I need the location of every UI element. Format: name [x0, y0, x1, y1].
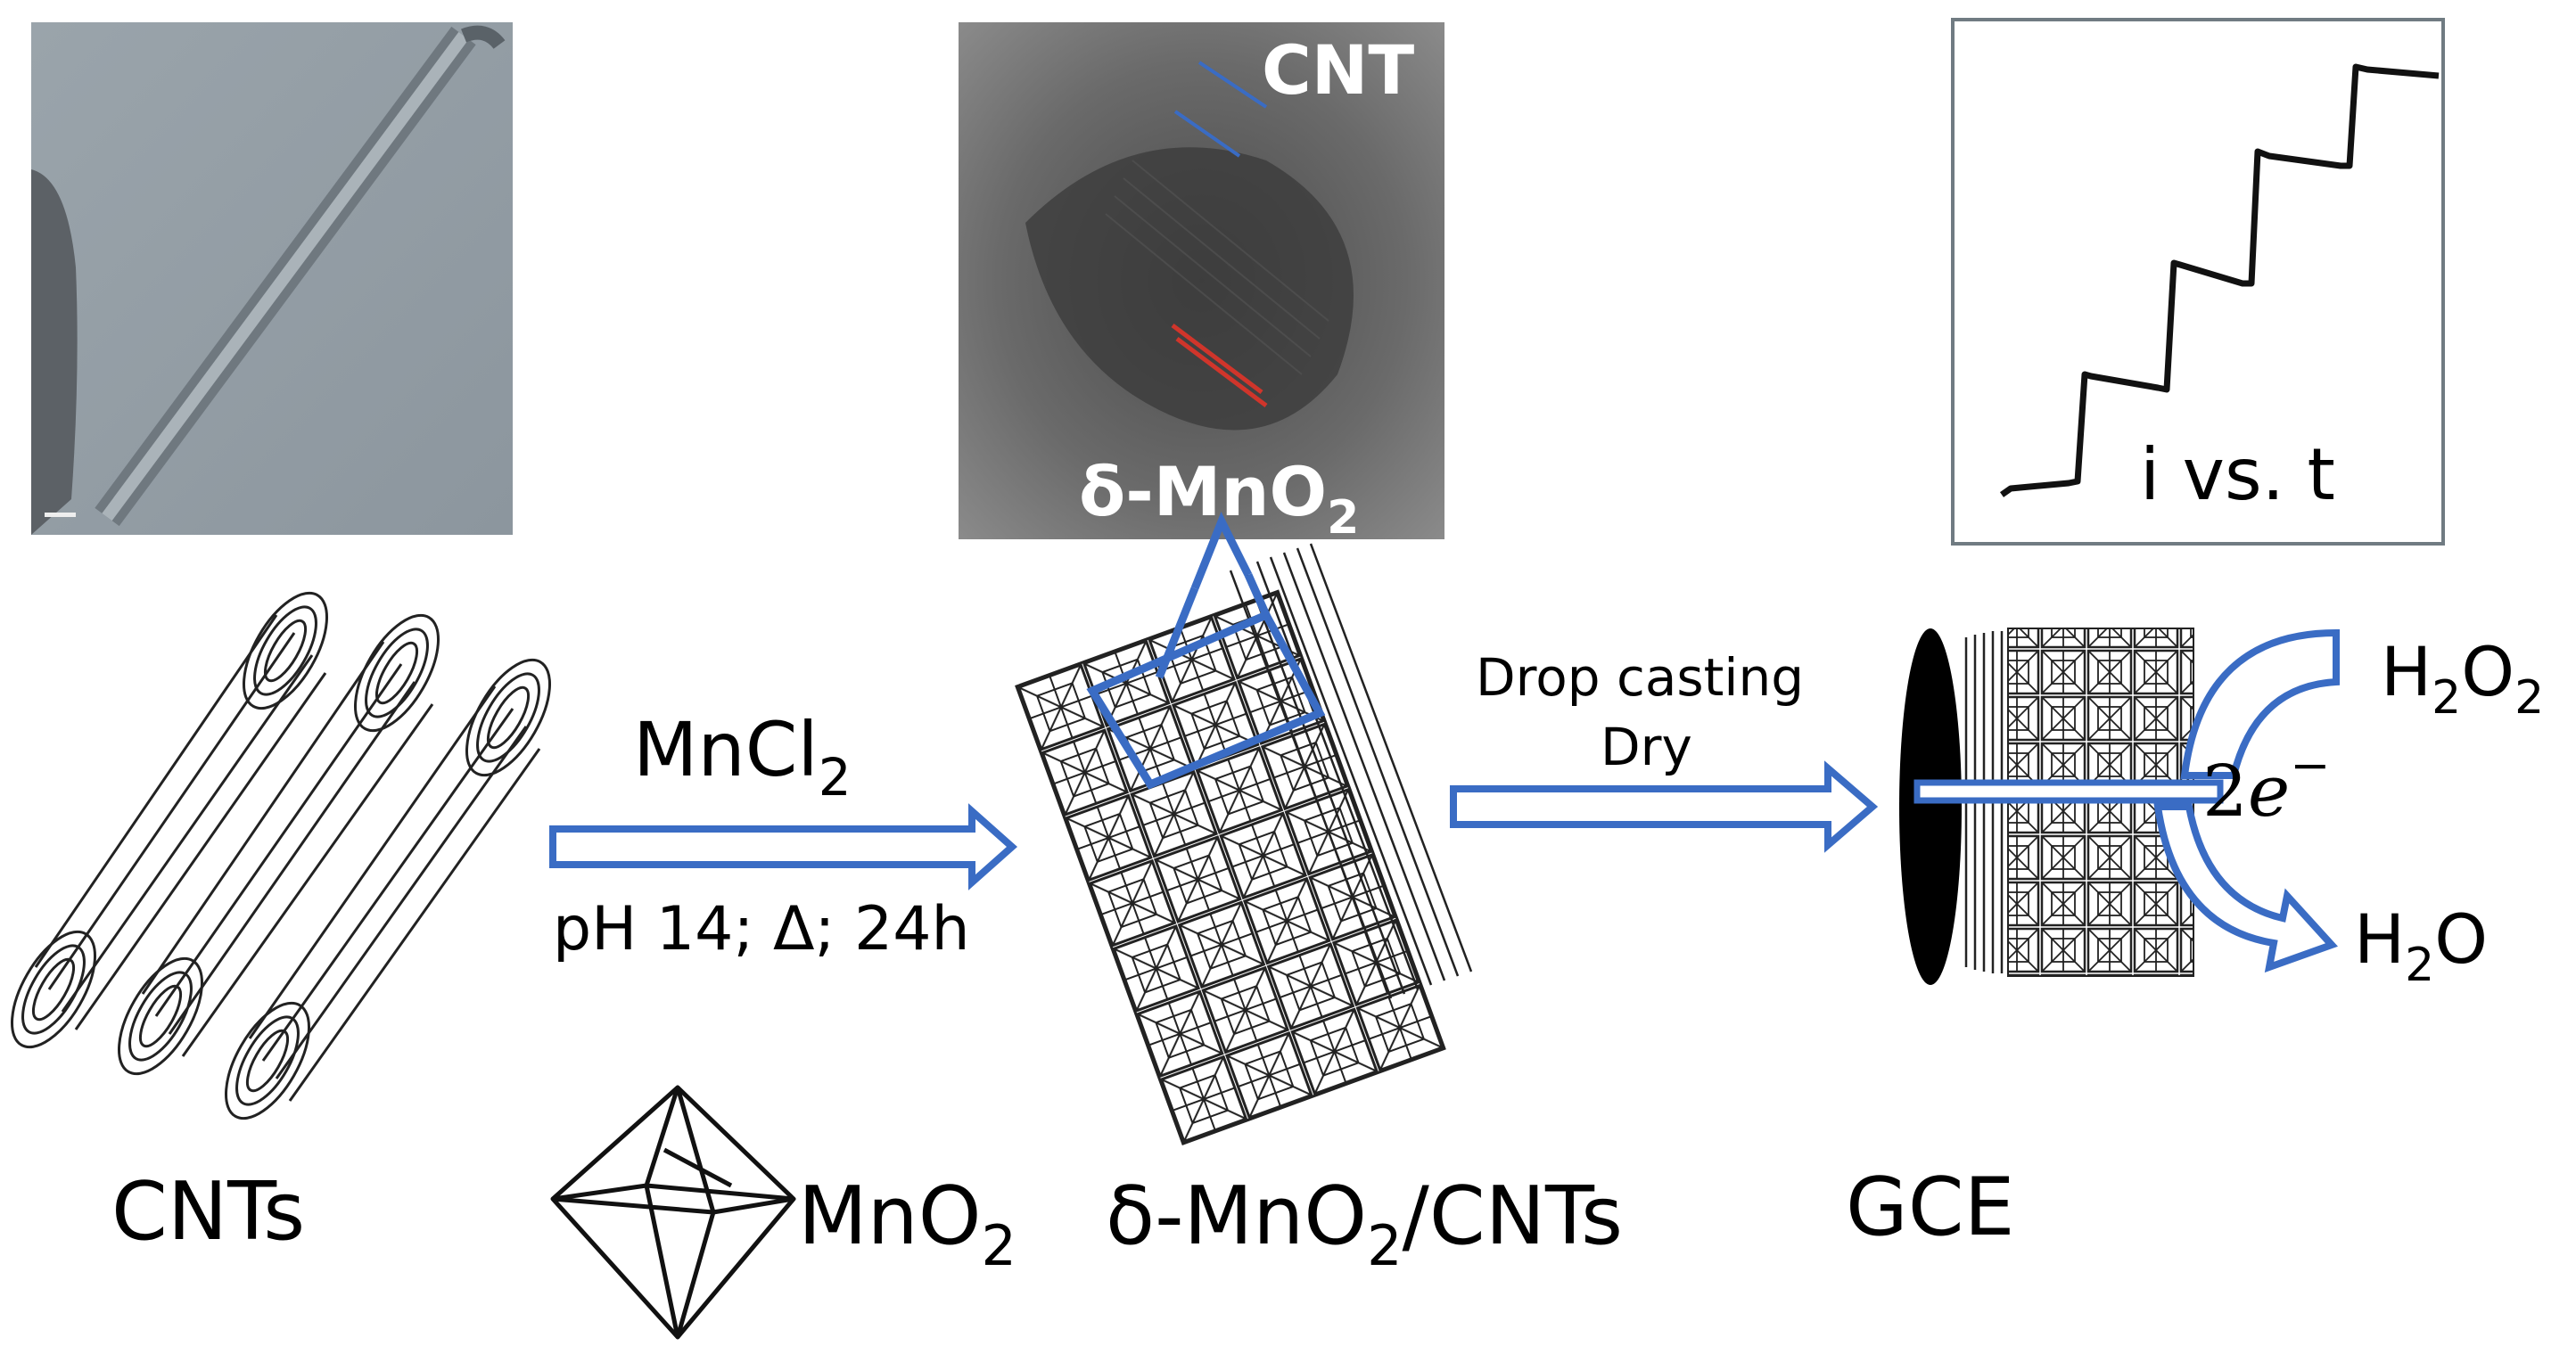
deposition-line-2: Dry: [1601, 717, 1692, 777]
electron-label: 2e−: [2202, 737, 2331, 833]
mno2-lattice-line: [1171, 324, 1263, 394]
h2o-label: H2O: [2354, 899, 2488, 992]
it-label: i vs. t: [2140, 433, 2335, 516]
cnt-lattice-line: [1173, 110, 1241, 158]
composite-label: δ-MnO2/CNTs: [1106, 1169, 1623, 1278]
h2o2-label: H2O2: [2381, 632, 2544, 725]
cnt-tubes-drawing: [10, 591, 552, 1120]
current-time-inset: i vs. t: [1951, 18, 2445, 546]
synthesis-arrow: [549, 803, 1018, 890]
cnt-lattice-line: [1197, 61, 1268, 109]
tem-micrograph-cnt: [31, 22, 513, 535]
mno2-cnt-composite: [1015, 512, 1473, 1145]
reaction-conditions: pH 14; Δ; 24h: [553, 894, 970, 964]
cnt-tube: [10, 591, 329, 1049]
h2o-outflow-arrow: [2153, 803, 2338, 973]
cnt-tube: [224, 658, 552, 1120]
zoom-callout: [1086, 512, 1326, 790]
deposition-line-1: Drop casting: [1476, 647, 1804, 708]
gce-label: GCE: [1846, 1161, 2014, 1254]
h2o2-inflow-arrow: [2180, 628, 2340, 779]
electron-transfer-arrow: [1913, 628, 2340, 973]
glassy-carbon-electrode: [1899, 628, 2194, 985]
octahedron-icon: [550, 1085, 796, 1340]
reagent-label: MnCl2: [633, 706, 852, 808]
deposition-arrow: [1450, 760, 1879, 853]
hrtem-cnt-label: CNT: [1262, 30, 1414, 110]
mno2-lattice-line: [1175, 337, 1268, 407]
cnts-label: CNTs: [111, 1165, 305, 1259]
mno2-legend-label: MnO2: [798, 1169, 1016, 1278]
hrtem-inset: CNT δ-MnO2: [959, 22, 1444, 545]
cnt-tube: [117, 613, 440, 1076]
amperometric-step-curve: [1999, 63, 2440, 497]
hrtem-mno2-label: δ-MnO2: [1079, 452, 1359, 545]
